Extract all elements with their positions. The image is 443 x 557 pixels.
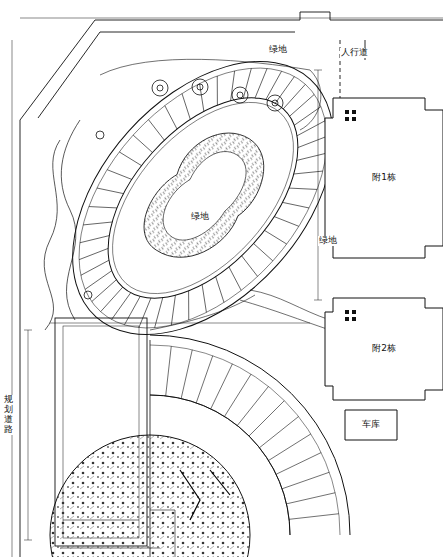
area-label: 人行道 [340,48,369,58]
area-label: 规划道路 [3,395,14,435]
building-block: 附2栋 [325,298,443,400]
area-label: 绿地 [318,236,338,246]
building-label: 附1栋 [371,173,397,183]
building-label: 车库 [361,420,381,430]
area-label: 绿地 [190,212,210,222]
building-block: 车库 [345,410,397,440]
building-block: 附1栋 [325,98,443,258]
area-label: 绿地 [268,45,288,55]
building-label: 附2栋 [371,344,397,354]
